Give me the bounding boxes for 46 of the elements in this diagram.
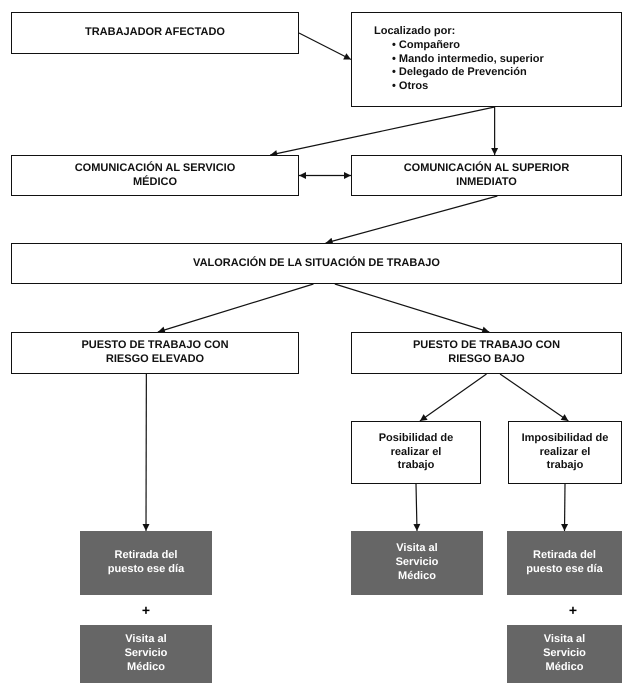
decision-box	[508, 421, 622, 484]
process-box	[11, 12, 299, 54]
process-box	[11, 155, 299, 196]
box-text: Retirada del puesto ese día	[525, 549, 604, 577]
box-text: COMUNICACIÓN AL SERVICIO MÉDICO	[74, 162, 236, 190]
box-text: COMUNICACIÓN AL SUPERIOR INMEDIATO	[402, 162, 570, 190]
arrow	[299, 172, 351, 179]
arrow	[142, 374, 150, 531]
box-text: Imposibilidad de realizar el trabajo	[520, 432, 610, 474]
arrow	[500, 374, 569, 422]
box-text: PUESTO DE TRABAJO CON RIESGO BAJO	[412, 339, 562, 367]
arrow	[491, 107, 498, 155]
action-box	[351, 531, 483, 595]
process-box	[11, 332, 299, 374]
plus-sign: +	[568, 602, 578, 618]
arrow	[158, 283, 314, 334]
box-text: TRABAJADOR AFECTADO	[85, 26, 225, 40]
arrow	[413, 484, 420, 532]
action-box	[80, 531, 212, 595]
list-item: • Otros	[392, 80, 430, 94]
box-text: Posibilidad de realizar el trabajo	[378, 432, 454, 474]
process-box	[351, 12, 622, 107]
box-text: Retirada del puesto ese día	[106, 549, 186, 577]
box-text: Visita al Servicio Médico	[542, 633, 587, 675]
process-box	[11, 243, 622, 284]
action-box	[80, 625, 212, 683]
box-heading: Localizado por:	[374, 25, 456, 39]
box-text: PUESTO DE TRABAJO CON RIESGO ELEVADO	[80, 339, 230, 367]
process-box	[351, 332, 622, 374]
plus-sign: +	[142, 602, 150, 618]
box-text: Visita al Servicio Médico	[394, 542, 440, 584]
arrow	[270, 106, 495, 157]
box-text: VALORACIÓN DE LA SITUACIÓN DE TRABAJO	[193, 256, 440, 270]
list-item: • Delegado de Prevención	[392, 66, 528, 80]
list-item: • Compañero	[392, 38, 462, 53]
arrow	[561, 484, 568, 531]
arrow	[420, 374, 487, 422]
decision-box	[351, 421, 481, 484]
list-item: • Mando intermedio, superior	[392, 52, 544, 66]
process-box	[351, 155, 622, 196]
action-box	[507, 625, 622, 683]
box-text: Visita al Servicio Médico	[124, 633, 168, 675]
action-box	[507, 531, 622, 595]
arrow	[334, 283, 490, 334]
arrow	[326, 195, 498, 245]
arrow	[298, 32, 352, 60]
